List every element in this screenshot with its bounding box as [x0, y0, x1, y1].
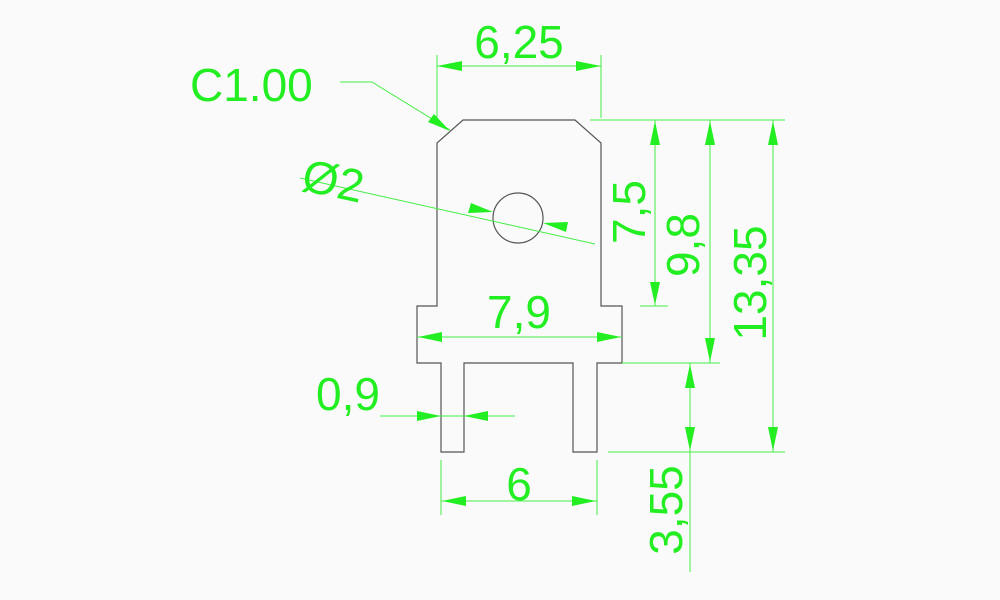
part-outline: [416, 119, 623, 453]
dimension-lines: [299, 55, 785, 572]
hole-diameter-label: Ø2: [298, 149, 369, 213]
mounting-hole: [492, 192, 544, 244]
hole-height-label: 7,5: [603, 180, 655, 244]
pin-width-label: 0,9: [316, 368, 380, 420]
flange-width-label: 7,9: [487, 286, 551, 338]
total-height-label: 13,35: [724, 225, 776, 340]
pin-length-label: 3,55: [640, 465, 692, 555]
body-height-label: 9,8: [657, 213, 709, 277]
pin-spacing-label: 6: [506, 458, 532, 510]
chamfer-label: C1.00: [190, 59, 313, 111]
top-width-label: 6,25: [474, 16, 564, 68]
